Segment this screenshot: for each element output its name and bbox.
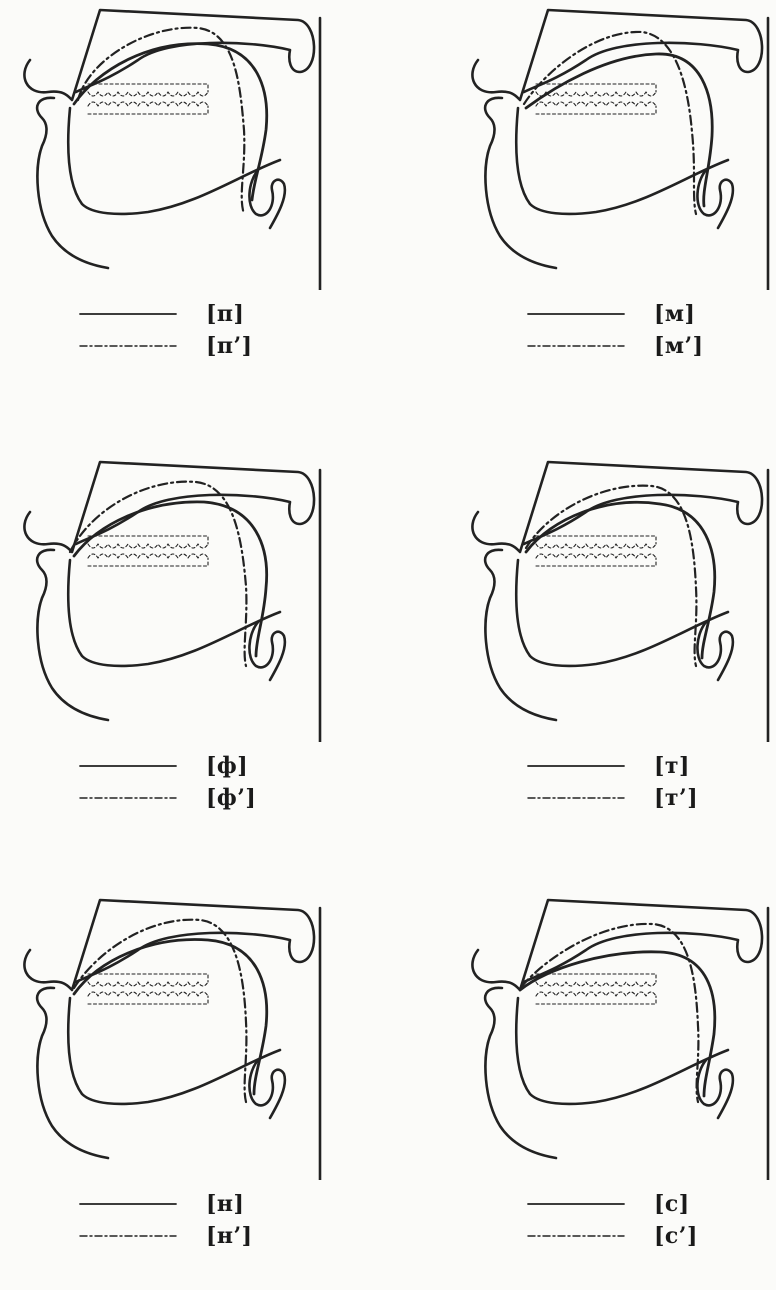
lower-teeth [88,992,208,996]
dashdot-line-swatch [78,336,178,356]
legend: [с] [с’] [526,1188,766,1252]
upper-gum-line [88,84,208,92]
legend-label-dashdot: [м’] [654,333,704,359]
upper-teeth [536,544,656,548]
legend-label-dashdot: [п’] [206,333,253,359]
legend: [п] [п’] [78,298,318,362]
legend-label-dashdot: [н’] [206,1223,253,1249]
sagittal-section-diagram [8,0,348,290]
sagittal-section-diagram [8,890,348,1180]
tongue-contour-dashdot [78,28,244,214]
dashdot-line-swatch [78,1226,178,1246]
lower-gum-line [88,996,208,1004]
lower-teeth [536,554,656,558]
tongue-contour-solid [526,502,715,658]
articulation-panel-f: [ф] [ф’] [8,452,348,852]
lower-gum-line [536,558,656,566]
legend-row-dashdot: [т’] [526,782,766,814]
legend-label-dashdot: [ф’] [206,785,256,811]
upper-gum-line [88,536,208,544]
tongue-contour-solid [74,502,267,656]
legend-row-solid: [т] [526,750,766,782]
tongue-contour-dashdot [74,920,246,1102]
upper-teeth [88,92,208,96]
legend-row-dashdot: [ф’] [78,782,318,814]
legend-label-solid: [т] [654,753,690,779]
articulation-panel-s: [с] [с’] [456,890,776,1290]
upper-lip-outline [472,462,762,552]
legend-row-solid: [с] [526,1188,766,1220]
epiglottis-outline [249,622,284,680]
articulation-panel-m: [м] [м’] [456,0,776,400]
solid-line-swatch [526,1194,626,1214]
upper-teeth [88,544,208,548]
sagittal-section-diagram [8,452,348,742]
legend-label-solid: [н] [206,1191,244,1217]
legend-row-solid: [п] [78,298,318,330]
dashdot-line-swatch [526,1226,626,1246]
legend-row-dashdot: [с’] [526,1220,766,1252]
upper-lip-outline [472,10,762,100]
legend-label-dashdot: [т’] [654,785,698,811]
upper-lip-outline [24,10,314,100]
solid-line-swatch [78,1194,178,1214]
solid-line-swatch [526,304,626,324]
upper-teeth [536,982,656,986]
lower-teeth [88,554,208,558]
upper-lip-outline [24,900,314,990]
legend-label-solid: [м] [654,301,695,327]
lower-gum-line [88,106,208,114]
lower-gum-line [536,996,656,1004]
lower-teeth [536,992,656,996]
dashdot-line-swatch [526,788,626,808]
legend-row-solid: [н] [78,1188,318,1220]
legend-row-dashdot: [п’] [78,330,318,362]
lower-teeth [88,102,208,106]
articulation-panel-p: [п] [п’] [8,0,348,400]
lower-teeth [536,102,656,106]
articulation-panel-n: [н] [н’] [8,890,348,1290]
upper-teeth [88,982,208,986]
lower-gum-line [536,106,656,114]
legend-label-dashdot: [с’] [654,1223,698,1249]
upper-lip-outline [472,900,762,990]
legend-label-solid: [ф] [206,753,248,779]
tongue-contour-solid [526,54,712,206]
legend: [н] [н’] [78,1188,318,1252]
legend-row-solid: [м] [526,298,766,330]
legend-row-dashdot: [н’] [78,1220,318,1252]
upper-gum-line [536,536,656,544]
solid-line-swatch [526,756,626,776]
tongue-contour-solid [520,952,715,1096]
articulation-panel-t: [т] [т’] [456,452,776,852]
legend-row-solid: [ф] [78,750,318,782]
upper-gum-line [536,974,656,982]
solid-line-swatch [78,756,178,776]
legend: [т] [т’] [526,750,766,814]
tongue-contour-solid [74,44,267,200]
legend-row-dashdot: [м’] [526,330,766,362]
legend-label-solid: [п] [206,301,244,327]
dashdot-line-swatch [78,788,178,808]
dashdot-line-swatch [526,336,626,356]
legend: [ф] [ф’] [78,750,318,814]
sagittal-section-diagram [456,0,776,290]
epiglottis-outline [697,1060,732,1118]
upper-gum-line [88,974,208,982]
upper-teeth [536,92,656,96]
sagittal-section-diagram [456,890,776,1180]
upper-lip-outline [24,462,314,552]
legend-label-solid: [с] [654,1191,690,1217]
lower-gum-line [88,558,208,566]
legend: [м] [м’] [526,298,766,362]
sagittal-section-diagram [456,452,776,742]
solid-line-swatch [78,304,178,324]
